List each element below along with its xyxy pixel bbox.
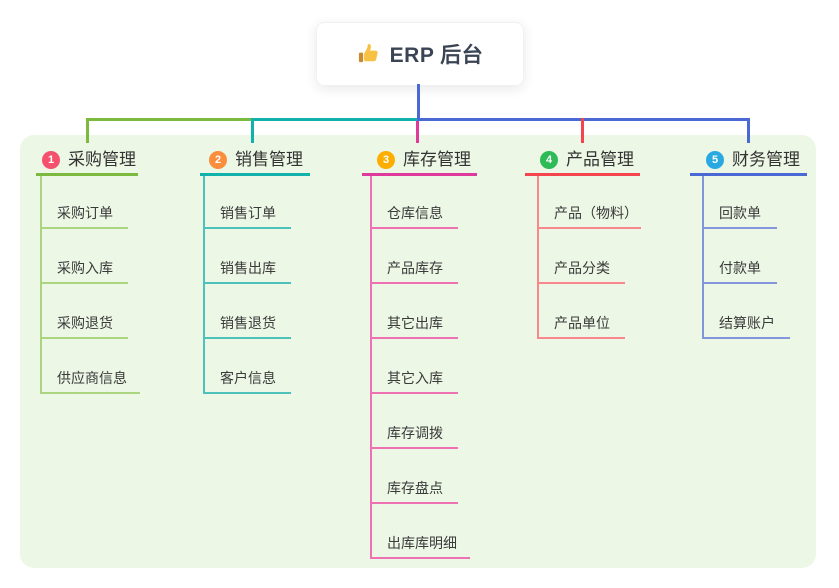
- child-underline: [370, 227, 458, 229]
- child-node-label[interactable]: 销售出库: [220, 260, 276, 276]
- child-node-label[interactable]: 库存调拨: [387, 425, 443, 441]
- child-underline: [370, 337, 458, 339]
- child-node-label[interactable]: 产品（物料）: [554, 205, 638, 221]
- child-underline: [203, 337, 291, 339]
- child-underline: [203, 227, 291, 229]
- child-node-label[interactable]: 采购退货: [57, 315, 113, 331]
- child-underline: [370, 392, 458, 394]
- child-node-label[interactable]: 结算账户: [719, 315, 775, 331]
- branch-underline: [362, 173, 477, 176]
- child-node-label[interactable]: 产品分类: [554, 260, 610, 276]
- branch-label-purchase[interactable]: 采购管理: [68, 150, 136, 169]
- child-underline: [702, 282, 777, 284]
- child-underline: [537, 282, 625, 284]
- branch-label-sales[interactable]: 销售管理: [235, 150, 303, 169]
- child-node-label[interactable]: 采购入库: [57, 260, 113, 276]
- child-underline: [370, 447, 458, 449]
- child-node-label[interactable]: 库存盘点: [387, 480, 443, 496]
- child-node-label[interactable]: 产品库存: [387, 260, 443, 276]
- branch-spine: [203, 176, 205, 394]
- child-underline: [40, 392, 140, 394]
- branch-underline: [690, 173, 807, 176]
- child-node-label[interactable]: 供应商信息: [57, 370, 127, 386]
- child-underline: [40, 337, 128, 339]
- root-node[interactable]: ERP 后台: [316, 22, 524, 86]
- child-node-label[interactable]: 其它入库: [387, 370, 443, 386]
- child-node-label[interactable]: 出库库明细: [387, 535, 457, 551]
- child-underline: [702, 227, 777, 229]
- child-node-label[interactable]: 产品单位: [554, 315, 610, 331]
- child-underline: [203, 392, 291, 394]
- branch-spine: [40, 176, 42, 394]
- child-node-label[interactable]: 仓库信息: [387, 205, 443, 221]
- child-underline: [40, 227, 128, 229]
- child-underline: [203, 282, 291, 284]
- branch-number-badge: 2: [209, 151, 227, 169]
- trunk-line: [417, 84, 420, 121]
- child-node-label[interactable]: 销售订单: [220, 205, 276, 221]
- drop-line-product: [581, 118, 584, 143]
- branch-underline: [525, 173, 640, 176]
- branch-number-badge: 4: [540, 151, 558, 169]
- child-underline: [537, 337, 625, 339]
- branch-underline: [200, 173, 310, 176]
- branch-number-badge: 1: [42, 151, 60, 169]
- child-node-label[interactable]: 其它出库: [387, 315, 443, 331]
- child-node-label[interactable]: 销售退货: [220, 315, 276, 331]
- drop-line-sales: [251, 118, 254, 143]
- drop-line-inventory: [416, 121, 419, 143]
- root-node-title: ERP 后台: [389, 44, 484, 67]
- branch-label-product[interactable]: 产品管理: [566, 150, 634, 169]
- branch-label-inventory[interactable]: 库存管理: [403, 150, 471, 169]
- connector-horizontal-sales: [252, 118, 418, 121]
- child-node-label[interactable]: 客户信息: [220, 370, 276, 386]
- child-underline: [702, 337, 790, 339]
- branch-spine: [370, 176, 372, 559]
- branch-label-finance[interactable]: 财务管理: [732, 150, 800, 169]
- drop-line-purchase: [86, 118, 89, 143]
- child-underline: [40, 282, 128, 284]
- branch-number-badge: 5: [706, 151, 724, 169]
- thumbs-up-icon: [357, 43, 380, 66]
- child-node-label[interactable]: 付款单: [719, 260, 761, 276]
- connector-horizontal-purchase: [86, 118, 253, 121]
- child-underline: [537, 227, 641, 229]
- branches-panel: [20, 135, 816, 568]
- child-underline: [370, 282, 458, 284]
- branch-spine: [537, 176, 539, 339]
- child-underline: [370, 502, 458, 504]
- branch-number-badge: 3: [377, 151, 395, 169]
- child-underline: [370, 557, 470, 559]
- drop-line-finance: [747, 118, 750, 143]
- child-node-label[interactable]: 采购订单: [57, 205, 113, 221]
- child-node-label[interactable]: 回款单: [719, 205, 761, 221]
- branch-underline: [36, 173, 138, 176]
- branch-spine: [702, 176, 704, 339]
